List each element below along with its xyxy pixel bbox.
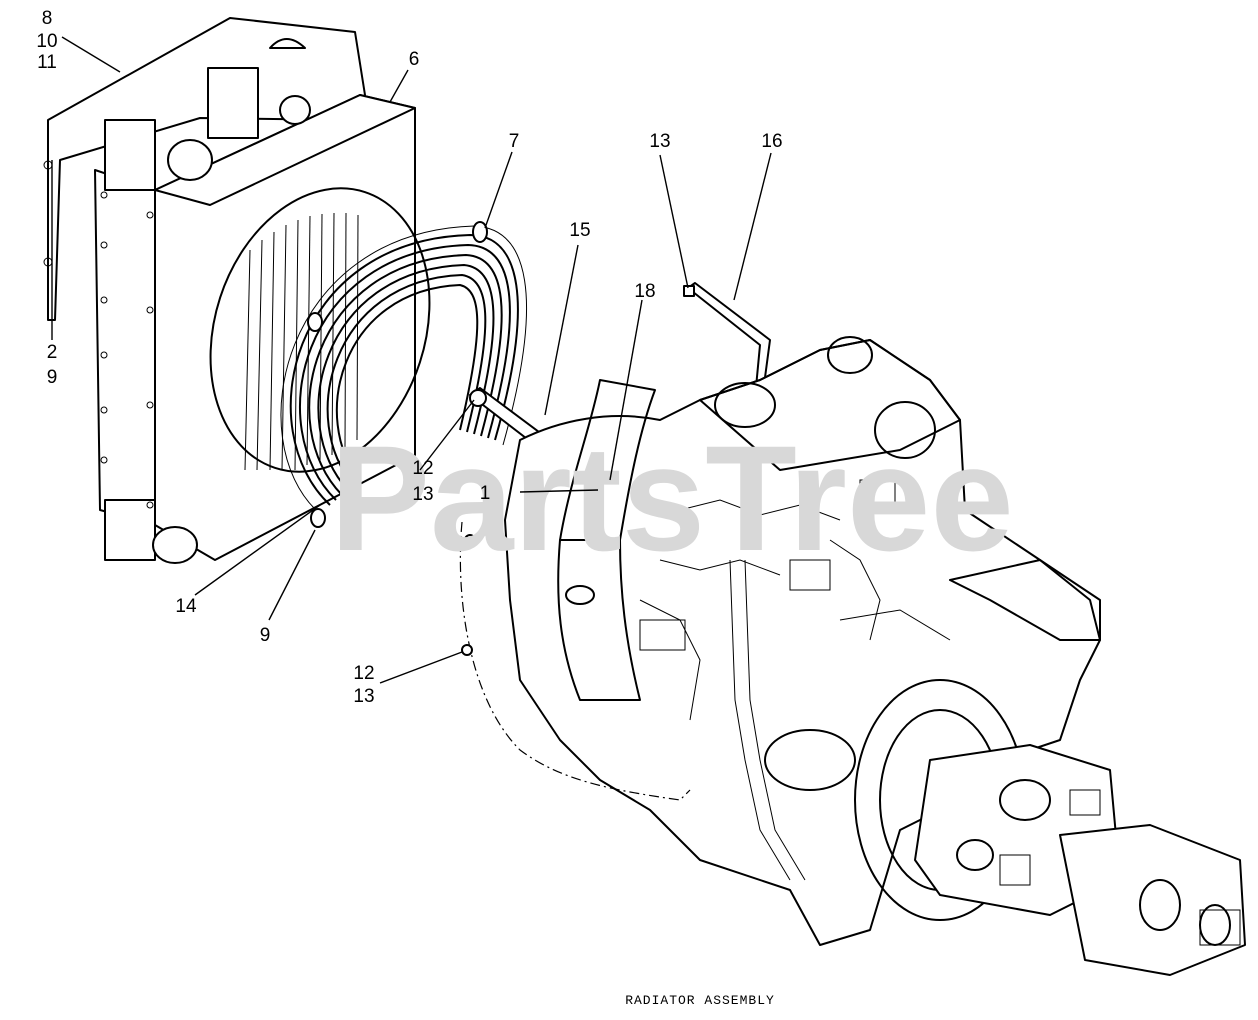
callout-9-bottom: 9 — [260, 625, 271, 646]
callout-10: 10 — [36, 31, 57, 52]
callout-2: 2 — [47, 342, 58, 363]
diagram-caption: RADIATOR ASSEMBLY — [625, 993, 775, 1008]
callout-6: 6 — [409, 49, 420, 70]
fan-shroud-ring — [280, 221, 527, 528]
callout-7: 7 — [509, 131, 520, 152]
callout-18: 18 — [634, 281, 655, 302]
callout-15: 15 — [569, 220, 590, 241]
callout-8: 8 — [42, 8, 53, 29]
callout-9-left: 9 — [47, 367, 58, 388]
callouts: 8 10 11 2 9 6 7 15 18 13 16 12 13 1 14 9… — [36, 8, 782, 707]
watermark-text: PartsTree — [330, 414, 1014, 582]
callout-11: 11 — [37, 52, 57, 73]
callout-16: 16 — [761, 131, 782, 152]
callout-1: 1 — [480, 483, 491, 504]
hydraulic-pump — [914, 744, 1246, 976]
callout-13-bottom: 13 — [353, 686, 374, 707]
callout-13-top: 13 — [649, 131, 670, 152]
callout-12-bottom: 12 — [353, 663, 374, 684]
mounting-plate-outline — [459, 521, 691, 801]
callout-12-mid: 12 — [412, 458, 433, 479]
leader-lines — [51, 36, 772, 684]
radiator-core — [94, 67, 431, 564]
callout-14: 14 — [175, 596, 197, 617]
callout-13-mid: 13 — [412, 484, 433, 505]
